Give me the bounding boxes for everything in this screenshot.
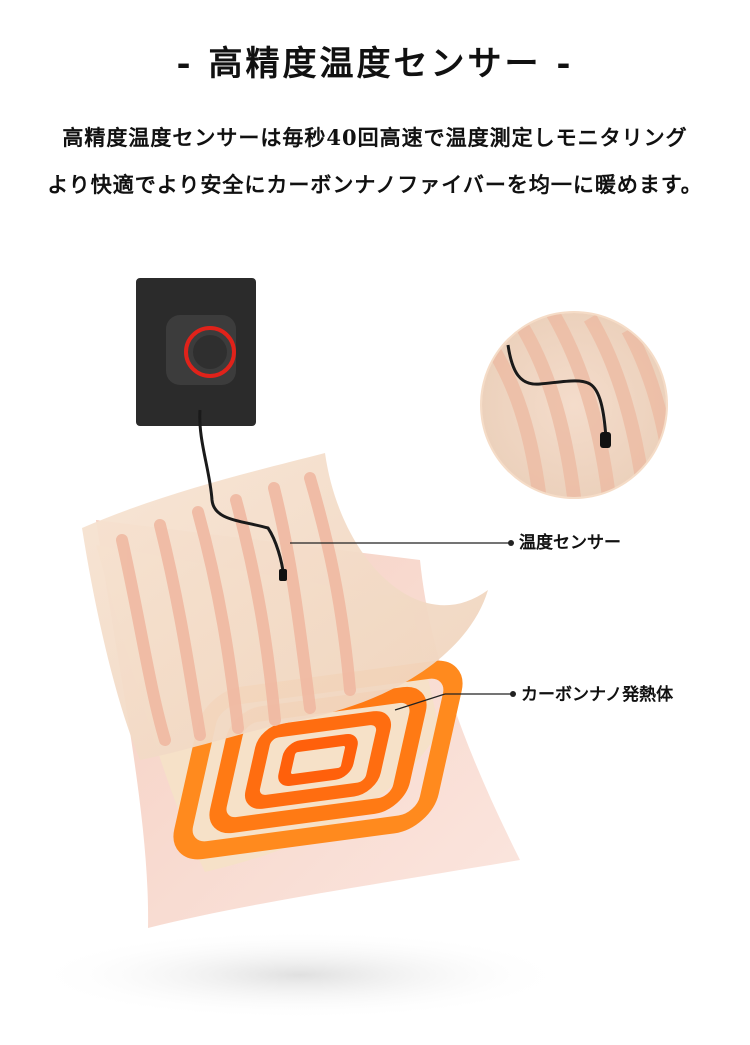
callout-leader-sensor [290, 540, 514, 546]
page-title: - 高精度温度センサー - [176, 44, 574, 84]
description-line-1: 高精度温度センサーは毎秒40回高速で温度測定しモニタリング [62, 125, 688, 150]
callout-sensor-label: 温度センサー [519, 533, 621, 553]
fabric-sheet [82, 453, 488, 760]
sensor-cable [198, 409, 286, 579]
description-line-2: より快適でより安全にカーボンナノファイバーを均一に暖めます。 [47, 172, 703, 197]
fabric-stripes [116, 472, 356, 746]
sensor-probe [279, 569, 287, 581]
sensor-device [136, 278, 256, 426]
zoom-circle-content [482, 313, 666, 497]
callout-leader-carbon [394, 691, 516, 711]
callout-carbon-label: カーボンナノ発熱体 [521, 685, 674, 705]
floor-shadow [30, 930, 570, 1020]
